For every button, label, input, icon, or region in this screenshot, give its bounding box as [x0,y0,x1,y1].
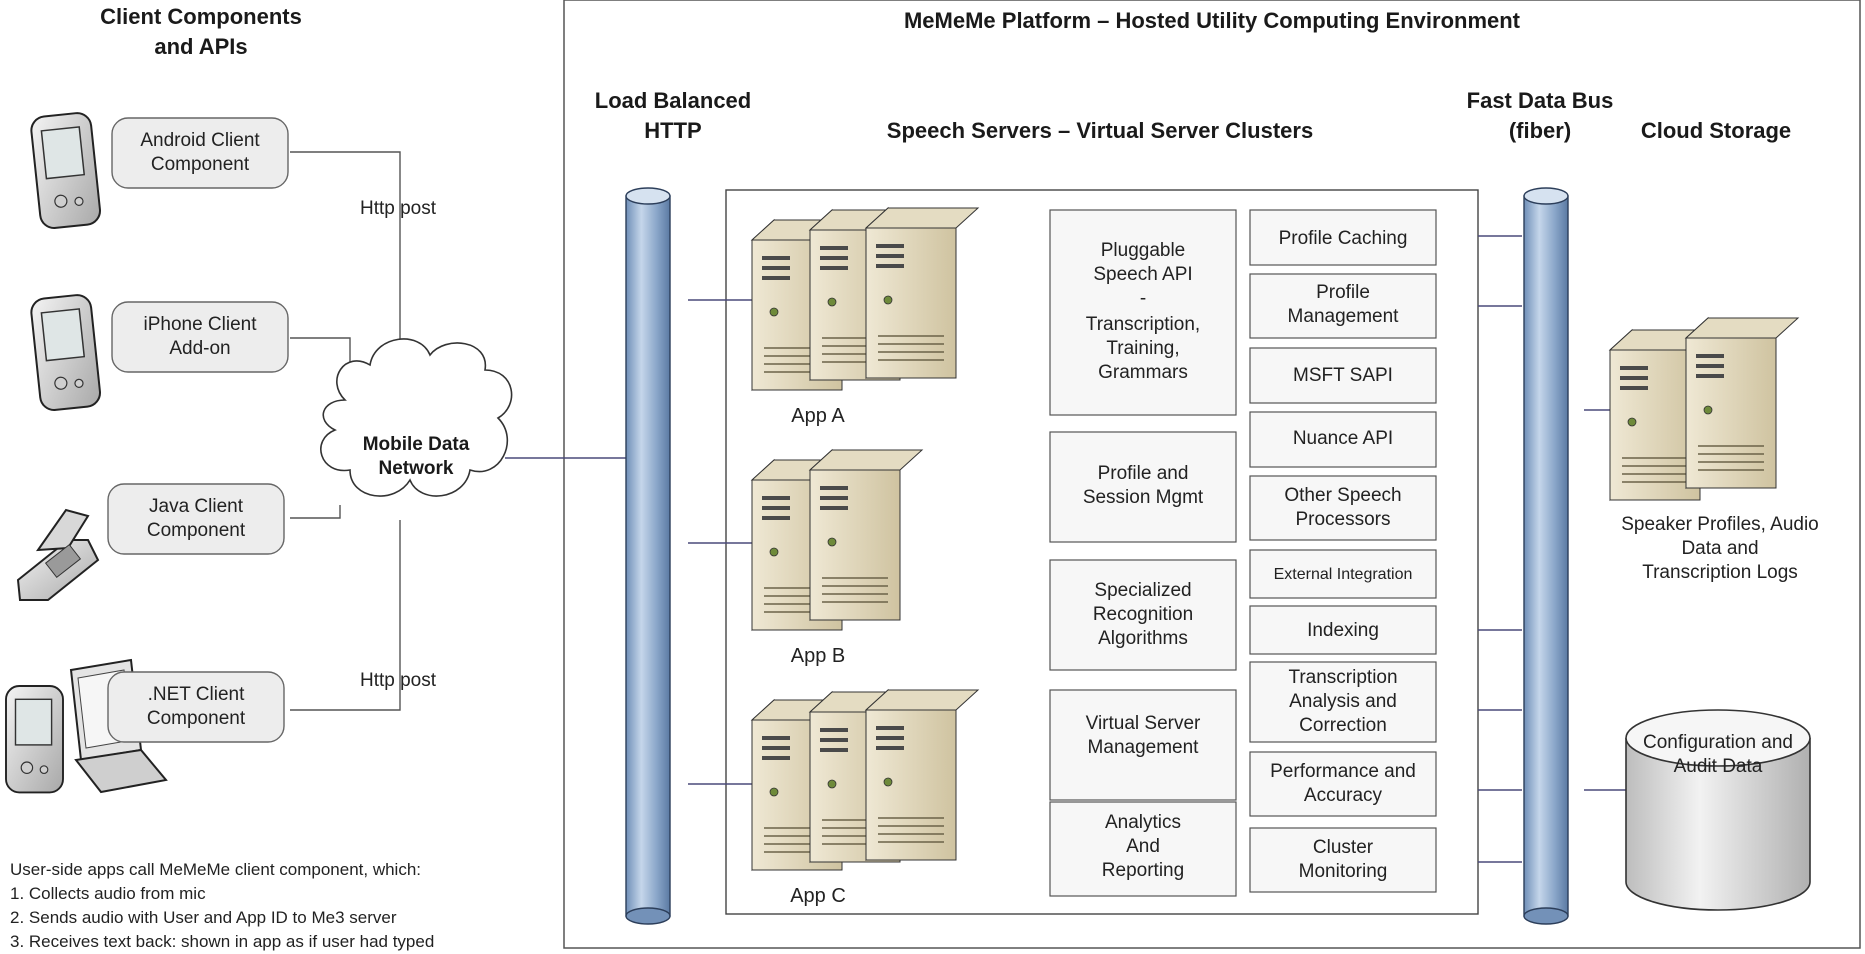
svg-text:Profile: Profile [1316,282,1370,303]
svg-text:Virtual Server: Virtual Server [1086,713,1201,734]
svg-text:Management: Management [1088,737,1200,758]
svg-text:Recognition: Recognition [1093,604,1193,625]
svg-text:Processors: Processors [1295,509,1390,530]
app-c-server-cluster [751,689,979,871]
svg-text:Pluggable: Pluggable [1101,240,1186,261]
service-cluster-monitoring: Cluster Monitoring [1249,827,1437,893]
database-label-line2: Audit Data [1674,756,1763,777]
iphone-device-icon [29,292,103,413]
service-msft-sapi: MSFT SAPI [1249,347,1437,404]
svg-text:Speech API: Speech API [1093,264,1192,285]
data-bus-title-line2: (fiber) [1509,118,1571,143]
svg-text:Profile Caching: Profile Caching [1279,228,1408,249]
cloud-storage-title: Cloud Storage [1641,118,1791,143]
svg-text:Reporting: Reporting [1102,860,1184,881]
client-components-title-line1: Client Components [100,4,302,29]
flip-phone-icon [16,508,100,601]
svg-text:Transcription,: Transcription, [1086,314,1200,335]
notes-step-1: 1. Collects audio from mic [10,884,206,903]
service-other-speech-processors: Other Speech Processors [1249,475,1437,541]
svg-text:Profile and: Profile and [1098,463,1189,484]
load-balancer-tube [625,187,671,925]
feature-pluggable-speech-api: Pluggable Speech API - Transcription, Tr… [1049,209,1237,416]
svg-text:Monitoring: Monitoring [1299,861,1388,882]
feature-analytics-reporting: Analytics And Reporting [1049,801,1237,897]
svg-text:Android Client: Android Client [140,130,260,151]
client-notes: User-side apps call MeMeMe client compon… [10,858,570,954]
svg-text:Java Client: Java Client [149,496,244,517]
network-label-line2: Network [379,458,454,479]
app-a-server-cluster [751,207,979,391]
storage-servers-label-line3: Transcription Logs [1642,562,1798,583]
service-external-integration: External Integration [1249,549,1437,599]
feature-profile-session-mgmt: Profile and Session Mgmt [1049,431,1237,543]
android-device-icon [29,110,103,231]
network-label-line1: Mobile Data [363,434,470,455]
notes-step-3: 3. Receives text back: shown in app as i… [10,932,435,951]
svg-text:And: And [1126,836,1160,857]
load-balancer-title-line2: HTTP [644,118,701,143]
svg-text:-: - [1140,288,1146,309]
speech-servers-title: Speech Servers – Virtual Server Clusters [887,118,1313,143]
svg-text:.NET Client: .NET Client [148,684,246,705]
feature-virtual-server-management: Virtual Server Management [1049,689,1237,801]
app-a-label: App A [791,405,845,427]
svg-text:Algorithms: Algorithms [1098,628,1188,649]
svg-text:Specialized: Specialized [1094,580,1191,601]
client-components-title-line2: and APIs [154,34,247,59]
svg-text:Accuracy: Accuracy [1304,785,1383,806]
data-bus-title-line1: Fast Data Bus [1467,88,1614,113]
svg-text:Analytics: Analytics [1105,812,1181,833]
svg-text:Component: Component [147,708,246,729]
configuration-database-icon [1625,709,1811,911]
service-transcription-analysis: Transcription Analysis and Correction [1249,661,1437,743]
client-connectors [290,151,628,711]
service-profile-caching: Profile Caching [1249,209,1437,266]
svg-text:Transcription: Transcription [1288,667,1397,688]
svg-text:Nuance API: Nuance API [1293,428,1393,449]
storage-server-cluster [1609,317,1799,501]
svg-text:Correction: Correction [1299,715,1387,736]
svg-text:Session Mgmt: Session Mgmt [1083,487,1204,508]
client-android: Android Client Component [111,117,289,189]
notes-step-2: 2. Sends audio with User and App ID to M… [10,908,397,927]
svg-text:Indexing: Indexing [1307,620,1379,641]
service-performance-accuracy: Performance and Accuracy [1249,751,1437,817]
app-c-label: App C [790,885,846,907]
svg-text:Performance and: Performance and [1270,761,1416,782]
app-b-server-cluster [751,449,923,631]
storage-servers-label-line1: Speaker Profiles, Audio [1621,514,1819,535]
fast-data-bus-tube [1523,187,1569,925]
svg-text:Component: Component [151,154,250,175]
svg-text:Management: Management [1288,306,1400,327]
svg-text:iPhone Client: iPhone Client [143,314,257,335]
database-label-line1: Configuration and [1643,732,1793,753]
notes-intro: User-side apps call MeMeMe client compon… [10,860,422,879]
svg-text:Other Speech: Other Speech [1284,485,1401,506]
http-post-label-bottom: Http post [360,670,437,691]
storage-servers-label-line2: Data and [1681,538,1758,559]
svg-text:External Integration: External Integration [1274,566,1413,583]
mobile-data-network-cloud: Mobile Data Network [320,338,513,497]
svg-text:MSFT SAPI: MSFT SAPI [1293,365,1393,386]
feature-specialized-recognition: Specialized Recognition Algorithms [1049,559,1237,671]
http-post-label-top: Http post [360,198,437,219]
app-b-label: App B [791,645,845,667]
client-java: Java Client Component [107,483,285,555]
service-profile-management: Profile Management [1249,273,1437,339]
service-nuance-api: Nuance API [1249,411,1437,468]
client-iphone: iPhone Client Add-on [111,301,289,373]
platform-title: MeMeMe Platform – Hosted Utility Computi… [904,8,1521,33]
load-balancer-title-line1: Load Balanced [595,88,751,113]
svg-text:Component: Component [147,520,246,541]
service-indexing: Indexing [1249,605,1437,655]
svg-text:Add-on: Add-on [169,338,230,359]
client-dotnet: .NET Client Component [107,671,285,743]
svg-text:Cluster: Cluster [1313,837,1374,858]
svg-text:Training,: Training, [1106,338,1179,359]
svg-text:Grammars: Grammars [1098,362,1188,383]
svg-text:Analysis and: Analysis and [1289,691,1397,712]
